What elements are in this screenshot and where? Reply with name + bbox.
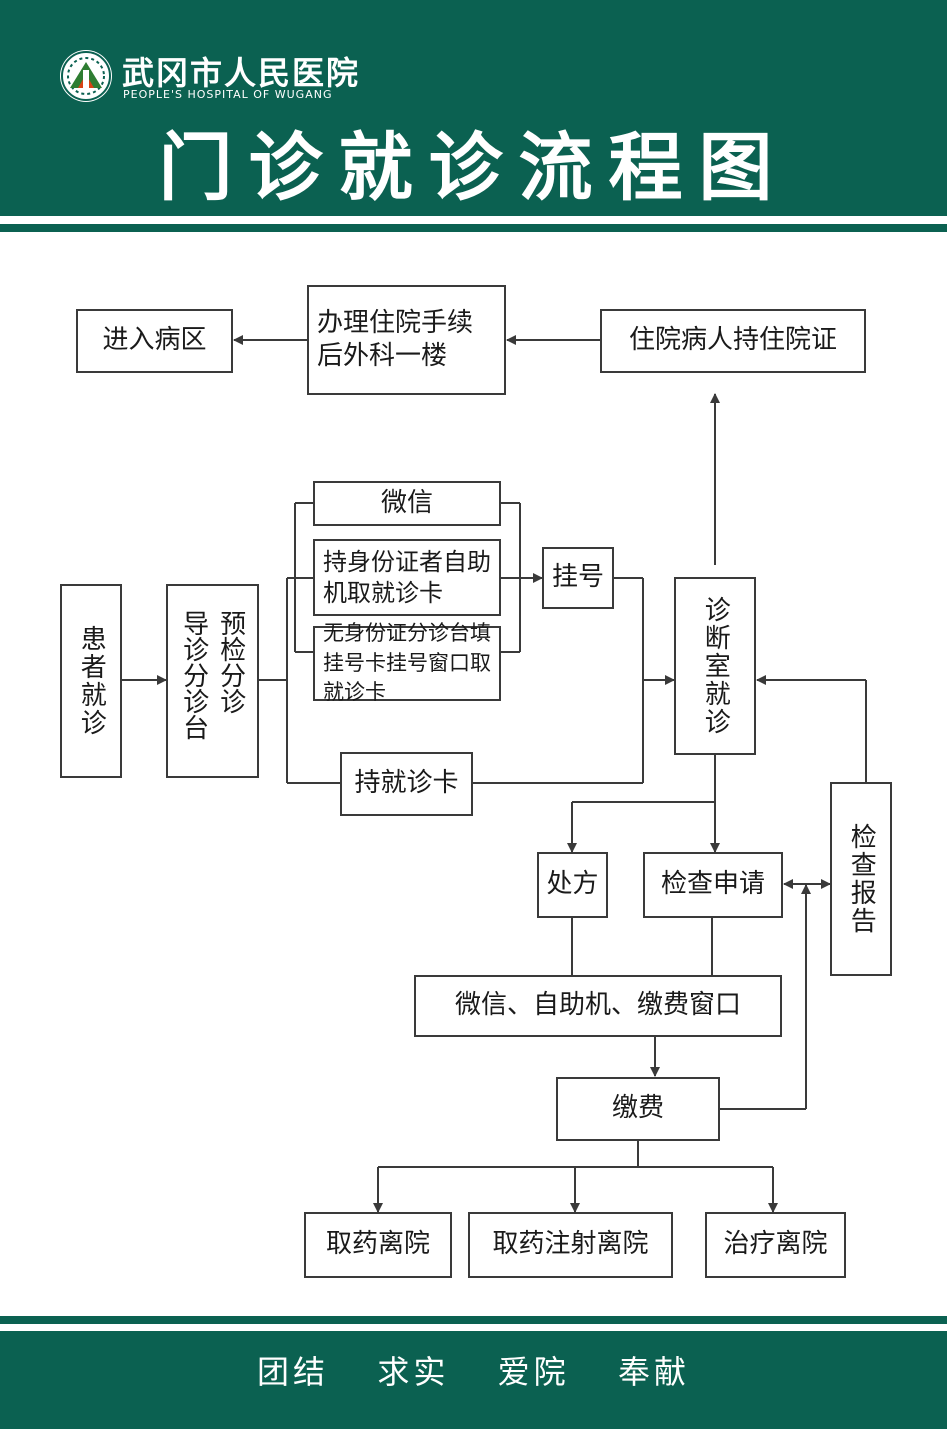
payment-label: 缴费 [611, 1093, 664, 1124]
footer-divider-white [0, 1324, 947, 1331]
footer-banner [0, 1331, 947, 1429]
admission-procedure-label: 办理住院手续后外科一楼 [317, 307, 474, 371]
header-banner [0, 0, 947, 216]
inpatient-certificate-label: 住院病人持住院证 [628, 325, 837, 356]
register-node: 挂号 [542, 547, 614, 609]
footer-divider-green [0, 1316, 947, 1324]
page-title: 门诊就诊流程图 [158, 125, 789, 211]
hospital-name-en: PEOPLE'S HOSPITAL OF WUGANG [123, 88, 333, 101]
triage-desk-node [166, 584, 259, 778]
exam-report-node: 检查报告 [830, 782, 892, 976]
hold-card-node: 持就诊卡 [340, 752, 473, 816]
exit-treatment-node: 治疗离院 [705, 1212, 846, 1278]
payment-channels-label: 微信、自助机、缴费窗口 [454, 990, 741, 1021]
exit-medicine-node: 取药离院 [304, 1212, 452, 1278]
ward-entry-label: 进入病区 [102, 325, 207, 356]
register-label: 挂号 [551, 562, 604, 593]
ward-entry-node: 进入病区 [76, 309, 233, 373]
exam-request-label: 检查申请 [660, 869, 765, 900]
exam-request-node: 检查申请 [643, 852, 783, 918]
exit-medicine-label: 取药离院 [325, 1229, 430, 1260]
consult-room-node: 诊断室就诊 [674, 577, 756, 755]
prescription-node: 处方 [537, 852, 608, 918]
no-id-registration-node: 无身份证分诊台填挂号卡挂号窗口取就诊卡 [313, 621, 501, 704]
admission-procedure-node: 办理住院手续后外科一楼 [307, 285, 506, 395]
wechat-registration-node: 微信 [313, 481, 501, 526]
prescription-label: 处方 [546, 869, 599, 900]
self-service-kiosk-node: 持身份证者自助机取就诊卡 [313, 539, 501, 616]
no-id-registration-label: 无身份证分诊台填挂号卡挂号窗口取就诊卡 [323, 621, 491, 705]
payment-channels-node: 微信、自助机、缴费窗口 [414, 975, 782, 1037]
self-service-kiosk-label: 持身份证者自助机取就诊卡 [323, 547, 491, 607]
hospital-logo-icon [60, 50, 112, 102]
payment-node: 缴费 [556, 1077, 720, 1141]
triage-desk-label: 导诊分诊台 [178, 610, 209, 740]
header-divider-green [0, 224, 947, 232]
consult-room-label: 诊断室就诊 [700, 596, 731, 736]
pre-screening-label: 预检分诊 [215, 610, 246, 714]
patient-visit-label: 患者就诊 [76, 625, 107, 737]
patient-visit-node: 患者就诊 [60, 584, 122, 778]
header-divider-white [0, 216, 947, 224]
exit-injection-label: 取药注射离院 [492, 1229, 649, 1260]
hospital-name-cn: 武冈市人民医院 [122, 54, 361, 92]
exit-injection-node: 取药注射离院 [468, 1212, 673, 1278]
footer-slogan: 团结 求实 爱院 奉献 [256, 1353, 691, 1391]
exit-treatment-label: 治疗离院 [723, 1229, 828, 1260]
inpatient-certificate-node: 住院病人持住院证 [600, 309, 866, 373]
exam-report-label: 检查报告 [846, 823, 877, 935]
wechat-registration-label: 微信 [380, 487, 433, 518]
hold-card-label: 持就诊卡 [354, 768, 459, 799]
